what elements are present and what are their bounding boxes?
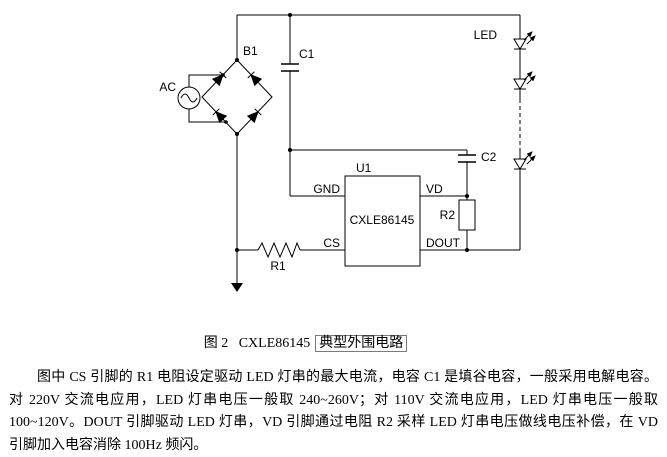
chip-label: CXLE86145 xyxy=(350,213,415,227)
ac-label: AC xyxy=(159,80,176,94)
bridge-rectifier-symbol xyxy=(201,59,273,135)
led-string xyxy=(513,31,536,170)
pin-cs-label: CS xyxy=(323,236,340,250)
body-paragraph: 图中 CS 引脚的 R1 电阻设定驱动 LED 灯串的最大电流，电容 C1 是填… xyxy=(9,370,658,453)
led-label: LED xyxy=(474,28,498,42)
figure-caption-text: 图 2 CXLE86145 xyxy=(203,336,311,351)
wire xyxy=(188,14,521,283)
c1-label: C1 xyxy=(299,47,315,61)
junction-dots xyxy=(221,13,469,252)
figure-caption: 图 2 CXLE86145 典型外围电路 xyxy=(0,332,667,352)
capacitor-c1-symbol xyxy=(281,63,299,72)
u1-label: U1 xyxy=(356,161,372,175)
bridge-diode-icon xyxy=(246,108,262,124)
ic-u1-box xyxy=(344,175,421,267)
led-symbol xyxy=(513,71,536,90)
r2-label: R2 xyxy=(440,208,456,222)
resistor-r2-symbol xyxy=(458,199,476,231)
led-symbol xyxy=(513,31,536,50)
bridge-diode-icon xyxy=(247,71,263,87)
led-symbol xyxy=(513,151,536,170)
ground-symbol xyxy=(231,283,243,292)
circuit-schematic: AC B1 C1 LED C2 U1 CXLE86145 GND CS VD D… xyxy=(159,13,536,292)
pin-vd-label: VD xyxy=(426,182,443,196)
capacitor-c2-symbol xyxy=(458,154,476,163)
bridge-diode-icon xyxy=(212,108,228,124)
pin-gnd-label: GND xyxy=(313,182,340,196)
c2-label: C2 xyxy=(481,150,497,164)
pin-dout-label: DOUT xyxy=(426,236,461,250)
bridge-label: B1 xyxy=(243,44,258,58)
r1-label: R1 xyxy=(270,259,286,273)
figure-caption-boxed-text: 典型外围电路 xyxy=(315,335,408,352)
resistor-r1-symbol xyxy=(257,241,301,259)
ac-source-symbol xyxy=(177,86,201,110)
